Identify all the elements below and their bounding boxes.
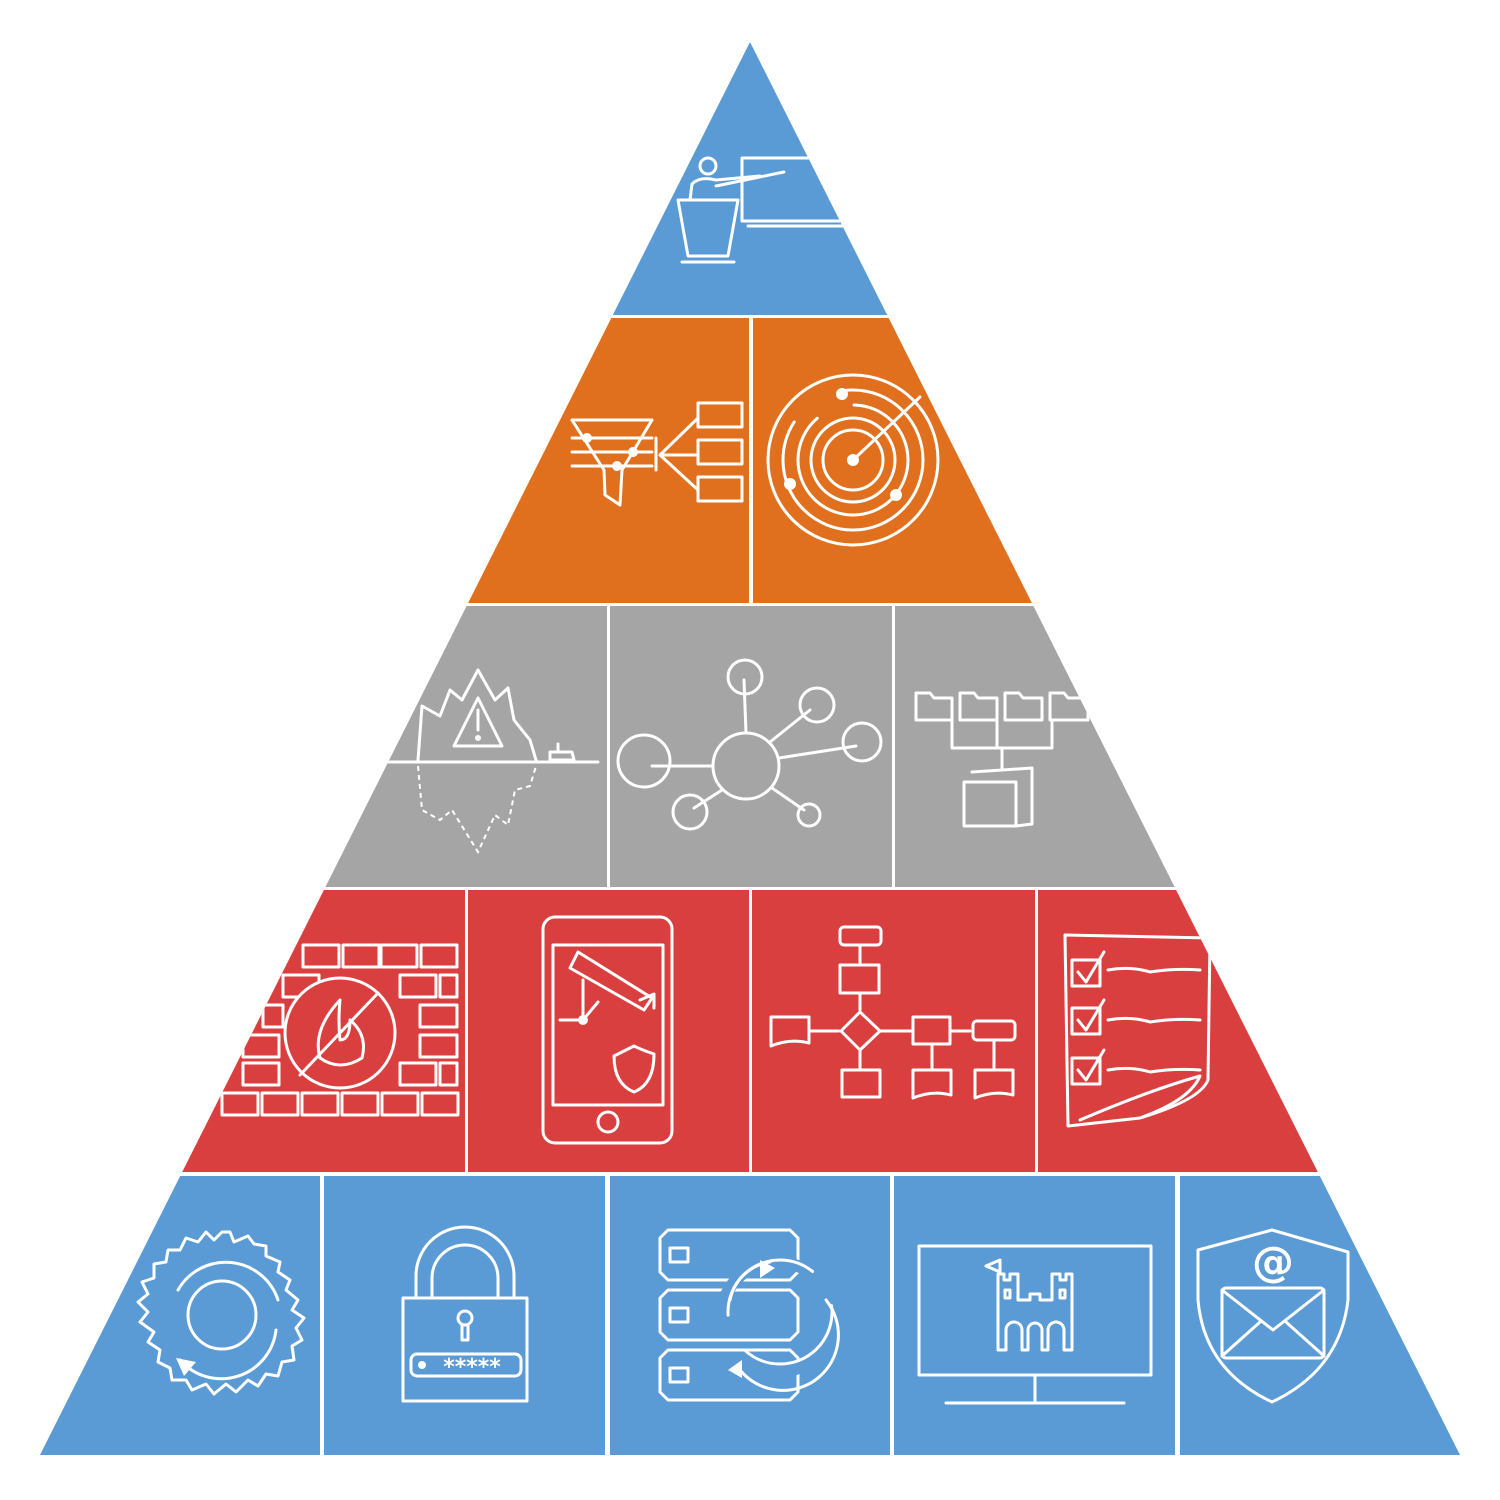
radar-icon: [766, 373, 940, 547]
email-shield-icon: @: [1196, 1228, 1350, 1404]
iceberg-warning-icon: [383, 668, 600, 855]
password-lock-icon: *****: [401, 1225, 529, 1403]
tier1-cell: [500, 42, 1000, 315]
tier5-cell-4: [894, 1176, 1175, 1455]
funnel-flow-icon: [570, 401, 744, 507]
tier3-cell-3: [895, 606, 1245, 887]
checklist-icon: [1063, 933, 1212, 1128]
tier4-cell-4: [1038, 890, 1388, 1172]
mobile-surveillance-icon: [541, 915, 674, 1145]
hub-network-icon: [616, 658, 883, 831]
server-sync-icon: [658, 1228, 840, 1402]
monitor-castle-icon: [917, 1244, 1153, 1405]
pyramid-cells: *****: [40, 42, 1460, 1455]
tier5-cell-5: [1180, 1176, 1460, 1455]
password-mask-text: *****: [443, 1355, 501, 1380]
tier5-cell-3: [610, 1176, 890, 1455]
tier4-cell-1: [100, 890, 465, 1172]
firewall-icon: [220, 943, 460, 1117]
folder-hierarchy-icon: [914, 691, 1090, 828]
tier5-cell-2: [324, 1176, 605, 1455]
email-at-symbol: @: [1252, 1237, 1294, 1286]
presenter-icon: [676, 156, 862, 264]
tier5-cell-1: [40, 1176, 320, 1455]
gear-refresh-icon: [136, 1230, 306, 1396]
tier4-cell-2: [468, 890, 749, 1172]
tier3-cell-1: [250, 606, 607, 887]
tier2-cell-2: [753, 318, 1153, 603]
flowchart-icon: [769, 925, 1017, 1100]
